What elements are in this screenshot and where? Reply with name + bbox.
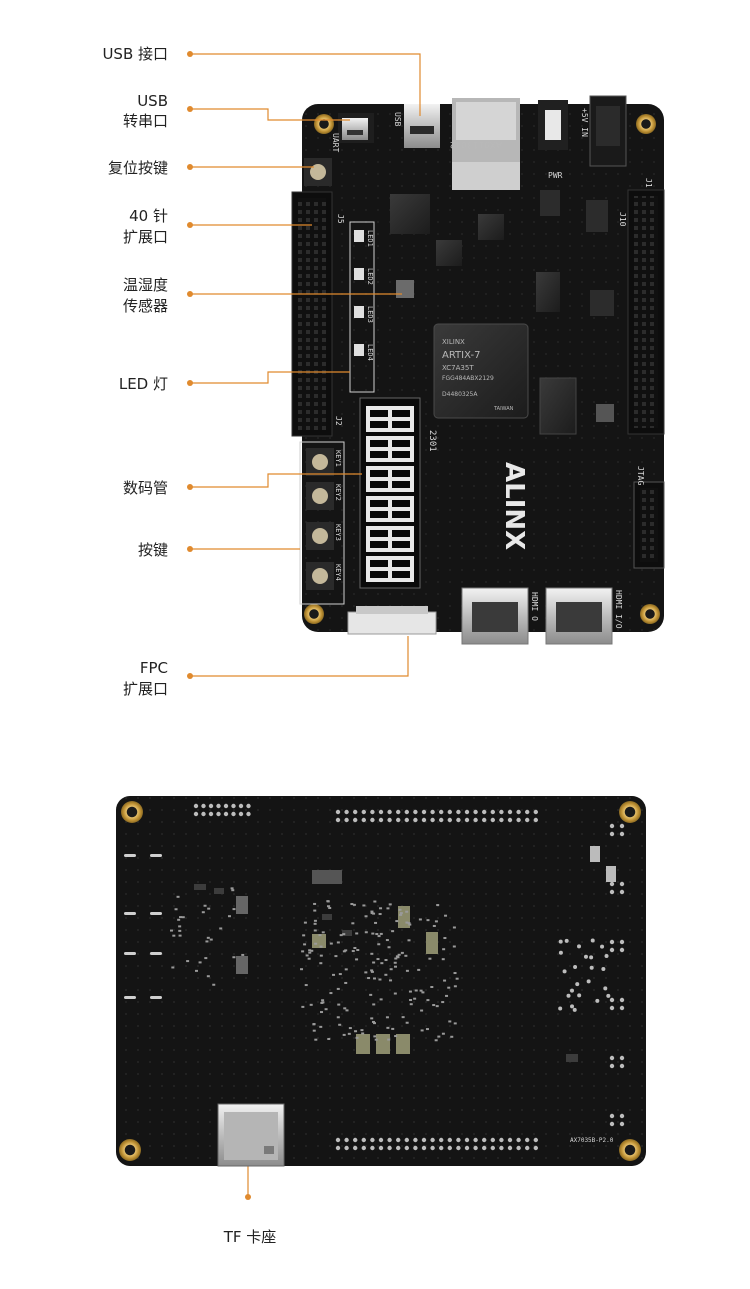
fpga-text-6: TAIWAN <box>493 406 514 412</box>
digit-5 <box>366 526 414 552</box>
key-2 <box>306 482 334 510</box>
led3-silk: LED3 <box>366 306 374 323</box>
mount-hole-icon <box>636 114 656 134</box>
alinx-logo: ALINX <box>499 462 529 550</box>
j5-silk: J5 <box>336 214 345 224</box>
digit-6 <box>366 556 414 582</box>
mount-hole-icon <box>121 801 143 823</box>
led2-silk: LED2 <box>366 268 374 285</box>
fpga-text-2: ARTIX-7 <box>442 350 480 361</box>
usb-silk: USB <box>393 112 402 127</box>
back-pin-rows <box>193 803 625 1151</box>
fpga-text-4: FGG484ABX2129 <box>442 375 494 382</box>
label-header-2: 扩展口 <box>123 228 168 246</box>
ethernet-jack: AX9113042 <box>450 98 520 190</box>
fpga-text-3: XC7A35T <box>442 364 474 372</box>
key1-silk: KEY1 <box>334 450 342 467</box>
leader-fpc <box>190 636 409 677</box>
header-40pin-right: J10 J1 <box>618 178 665 435</box>
ddr-chip <box>539 377 577 435</box>
digit-1 <box>366 406 414 432</box>
temp-humidity-sensor <box>396 280 414 298</box>
led1-silk: LED1 <box>366 230 374 247</box>
digit-2 <box>366 436 414 462</box>
fpga-text-1: XILINX <box>442 338 465 346</box>
mount-hole-icon <box>314 114 334 134</box>
pwr-silk: PWR <box>548 171 563 180</box>
label-sensor-1: 温湿度 <box>123 276 168 294</box>
jtag-header: JTAG <box>633 466 665 569</box>
label-uart-2: 转串口 <box>123 112 168 130</box>
uart-connector: UART <box>331 113 374 152</box>
label-header-1: 40 针 <box>129 207 168 225</box>
label-display: 数码管 <box>123 479 168 497</box>
hdmi-o-silk: HDMI O <box>530 592 539 621</box>
key-3 <box>306 522 334 550</box>
callout-labels: USB 接口 USB 转串口 复位按键 40 针 扩展口 温湿度 传感器 LED… <box>102 45 168 698</box>
tf-card-slot <box>217 1103 285 1167</box>
key-1 <box>306 448 334 476</box>
mount-hole-icon <box>304 604 324 624</box>
hdmi-in-connector: HDMI I/O <box>545 587 623 645</box>
label-usb: USB 接口 <box>102 45 168 63</box>
jtag-silk: JTAG <box>636 466 645 485</box>
label-fpc-1: FPC <box>140 659 168 677</box>
fpga-text-5: D4480325A <box>442 391 478 398</box>
label-fpc-2: 扩展口 <box>123 680 168 698</box>
front-board: UART USB AX9113042 +5V IN PWR <box>291 95 665 645</box>
digit-4 <box>366 496 414 522</box>
back-component-dots <box>124 854 611 1042</box>
leader-dots <box>187 51 251 1200</box>
header-40pin-left: J5 J2 <box>291 191 345 437</box>
leader-usb <box>190 53 421 116</box>
uart-silk: UART <box>331 133 340 152</box>
j10-silk: J10 <box>618 212 627 227</box>
key3-silk: KEY3 <box>334 524 342 541</box>
digit-3 <box>366 466 414 492</box>
leader-lines <box>190 53 421 1197</box>
back-board: AX7035B-P2.0 <box>116 796 646 1167</box>
mount-hole-icon <box>619 1139 641 1161</box>
label-uart-1: USB <box>137 92 168 110</box>
fpga-chip: XILINX ARTIX-7 XC7A35T FGG484ABX2129 D44… <box>433 323 529 419</box>
board-code-silk: 2301 <box>427 430 437 452</box>
usb-uart-chip <box>390 194 430 234</box>
mount-hole-icon <box>619 801 641 823</box>
power-silk: +5V IN <box>580 108 589 137</box>
back-rev-silk: AX7035B-P2.0 <box>570 1137 614 1144</box>
led-group: LED1 LED2 LED3 LED4 <box>349 221 375 393</box>
label-keys: 按键 <box>138 541 168 559</box>
label-led: LED 灯 <box>119 375 168 393</box>
mount-hole-icon <box>119 1139 141 1161</box>
usb-connector: USB <box>393 104 440 148</box>
key2-silk: KEY2 <box>334 484 342 501</box>
key-group: KEY1 KEY2 KEY3 KEY4 <box>299 441 345 605</box>
eth-chip-text: AX9113042 <box>450 139 502 149</box>
hdmi-out-connector: HDMI O <box>461 587 539 645</box>
leader-display <box>190 473 362 488</box>
label-reset: 复位按键 <box>108 159 168 177</box>
key-4 <box>306 562 334 590</box>
j2-silk: J2 <box>334 416 343 426</box>
led4-silk: LED4 <box>366 344 374 361</box>
fpc-connector <box>347 606 437 635</box>
j1-silk: J1 <box>644 178 653 188</box>
leader-led <box>190 371 350 384</box>
mount-hole-icon <box>640 604 660 624</box>
label-sensor-2: 传感器 <box>123 297 168 315</box>
key4-silk: KEY4 <box>334 564 342 581</box>
seven-segment-display <box>359 397 421 589</box>
hdmi-io-silk: HDMI I/O <box>614 590 623 629</box>
label-tf-slot: TF 卡座 <box>223 1228 277 1246</box>
leader-uart <box>190 108 350 121</box>
